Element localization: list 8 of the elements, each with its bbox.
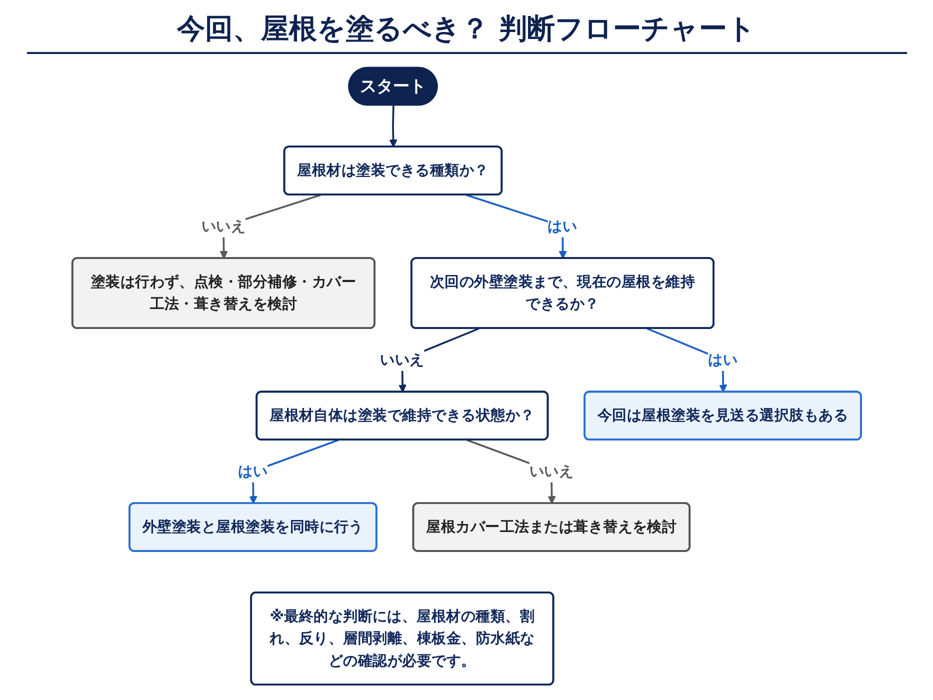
edge-label: はい <box>708 350 738 368</box>
edge-label: いいえ <box>201 216 246 234</box>
edge-label: いいえ <box>529 462 574 480</box>
arrow <box>389 105 398 148</box>
diagram-title: 今回、屋根を塗るべき？ 判断フローチャート <box>177 12 756 46</box>
edge-label: はい <box>238 462 268 480</box>
edge-label: はい <box>548 216 578 234</box>
edge-label: いいえ <box>380 350 424 368</box>
